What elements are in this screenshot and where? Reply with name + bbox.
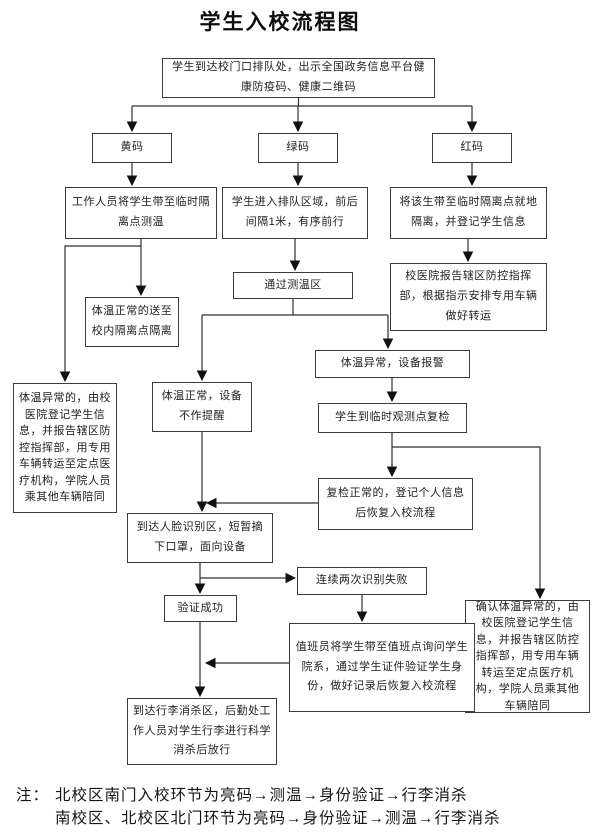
node-abnormal-transfer: 体温异常的，由校医院登记学生信息，并报告辖区防控指挥部，用专用车辆转运至定点医疗… xyxy=(13,383,117,513)
node-temp-abnormal-alarm: 体温异常，设备报警 xyxy=(315,350,470,378)
node-recheck-normal: 复检正常的，登记个人信息后恢复入校流程 xyxy=(318,478,473,530)
note-prefix: 注： xyxy=(16,787,50,804)
node-green-code: 绿码 xyxy=(258,133,338,163)
node-normal-to-isolation: 体温正常的送至校内隔离点隔离 xyxy=(85,297,179,347)
note-line-2: 南校区、北校区北门环节为亮码→身份验证→测温→行李消杀 xyxy=(55,810,501,827)
node-face-recognition: 到达人脸识别区，短暂摘下口罩，面向设备 xyxy=(127,513,273,563)
node-queue-area: 学生进入排队区域，前后间隔1米，有序前行 xyxy=(222,187,368,239)
node-arrive-show-code: 学生到达校门口排队处，出示全国政务信息平台健康防疫码、健康二维码 xyxy=(162,58,435,98)
node-fail-twice: 连续两次识别失败 xyxy=(297,567,427,595)
node-temperature-zone: 通过测温区 xyxy=(233,272,353,299)
node-confirmed-abnormal: 确认体温异常的，由校医院登记学生信息，并报告辖区防控指挥部，用专用车辆转运至定点… xyxy=(465,600,590,713)
node-yellow-code: 黄码 xyxy=(92,133,172,163)
node-temp-normal-no-alert: 体温正常，设备不作提醒 xyxy=(152,382,252,432)
node-red-code: 红码 xyxy=(432,133,512,163)
note-line-1: 北校区南门入校环节为亮码→测温→身份验证→行李消杀 xyxy=(55,787,468,804)
node-verify-success: 验证成功 xyxy=(164,595,237,622)
node-luggage-disinfect: 到达行李消杀区，后勤处工作人员对学生行李进行科学消杀后放行 xyxy=(127,698,277,765)
note-lines: 北校区南门入校环节为亮码→测温→身份验证→行李消杀 南校区、北校区北门环节为亮码… xyxy=(55,784,601,830)
node-hospital-report: 校医院报告辖区防控指挥部，根据指示安排专用车辆做好转运 xyxy=(390,263,547,331)
node-staff-escort-measure: 工作人员将学生带至临时隔离点测温 xyxy=(65,187,217,239)
page-title: 学生入校流程图 xyxy=(199,11,361,34)
node-recheck-point: 学生到临时观测点复检 xyxy=(318,403,467,433)
footnotes: 注： 北校区南门入校环节为亮码→测温→身份验证→行李消杀 南校区、北校区北门环节… xyxy=(16,784,601,830)
node-isolate-register: 将该生带至临时隔离点就地隔离，并登记学生信息 xyxy=(390,187,547,239)
node-duty-officer: 值班员将学生带至值班点询问学生院系，通过学生证件验证学生身份，做好记录后恢复入校… xyxy=(289,623,475,712)
